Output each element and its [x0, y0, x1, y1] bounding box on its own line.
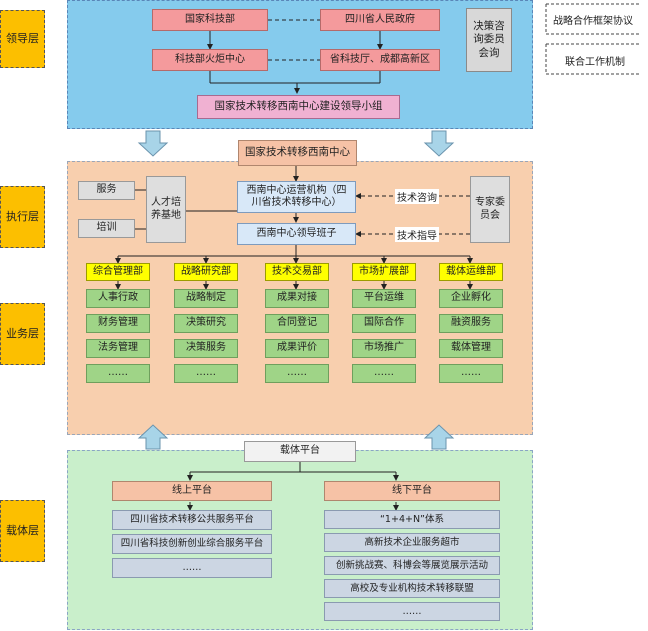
dept-item: 人事行政 — [86, 289, 150, 308]
box-provincial: 省科技厅、成都高新区 — [320, 49, 440, 71]
box-center-title: 国家技术转移西南中心 — [238, 140, 357, 166]
label-tech-consult: 技术咨询 — [395, 189, 439, 204]
box-torch-center: 科技部火炬中心 — [152, 49, 268, 71]
dept-item: 合同登记 — [265, 314, 329, 333]
online-platform-item: …… — [112, 558, 272, 578]
box-carrier-title: 载体平台 — [244, 441, 356, 462]
box-sichuan-gov: 四川省人民政府 — [320, 9, 440, 31]
layer-leadership: 领导层 — [0, 10, 45, 68]
dept-header: 市场扩展部 — [352, 263, 416, 281]
box-committee: 决策咨询委员会询 — [466, 8, 512, 72]
box-training: 培训 — [78, 219, 135, 238]
layer-execution: 执行层 — [0, 186, 45, 248]
up-arrow-left — [137, 424, 169, 450]
dept-item: 成果对接 — [265, 289, 329, 308]
dept-item: …… — [174, 364, 238, 383]
dept-item: 成果评价 — [265, 339, 329, 358]
dept-item: …… — [86, 364, 150, 383]
box-leading-group: 国家技术转移西南中心建设领导小组 — [197, 95, 400, 119]
dept-item: 平台运维 — [352, 289, 416, 308]
layer-carrier: 载体层 — [0, 500, 45, 562]
box-offline-title: 线下平台 — [324, 481, 500, 501]
box-ops-org: 西南中心运营机构（四川省技术转移中心） — [237, 181, 356, 213]
dept-item: 法务管理 — [86, 339, 150, 358]
dept-header: 战略研究部 — [174, 263, 238, 281]
down-arrow-right — [423, 130, 455, 157]
offline-platform-item: …… — [324, 602, 500, 621]
dept-header: 载体运维部 — [439, 263, 503, 281]
dept-item: 企业孵化 — [439, 289, 503, 308]
dept-item: …… — [265, 364, 329, 383]
box-service: 服务 — [78, 181, 135, 200]
dept-item: 载体管理 — [439, 339, 503, 358]
dept-item: 融资服务 — [439, 314, 503, 333]
label-tech-guide: 技术指导 — [395, 227, 439, 242]
legend-strategic: 战略合作框架协议 — [553, 16, 633, 27]
up-arrow-right — [423, 424, 455, 450]
down-arrow-left — [137, 130, 169, 157]
dept-item: …… — [439, 364, 503, 383]
dept-item: …… — [352, 364, 416, 383]
online-platform-item: 四川省技术转移公共服务平台 — [112, 510, 272, 530]
box-lead-team: 西南中心领导班子 — [237, 223, 356, 245]
dept-item: 市场推广 — [352, 339, 416, 358]
legend-joint: 联合工作机制 — [565, 57, 625, 68]
box-talent-base: 人才培养基地 — [146, 176, 186, 243]
dept-header: 综合管理部 — [86, 263, 150, 281]
dept-item: 决策研究 — [174, 314, 238, 333]
dept-item: 决策服务 — [174, 339, 238, 358]
box-experts: 专家委员会 — [470, 176, 510, 243]
dept-item: 国际合作 — [352, 314, 416, 333]
box-most: 国家科技部 — [152, 9, 268, 31]
layer-business: 业务层 — [0, 303, 45, 365]
box-online-title: 线上平台 — [112, 481, 272, 501]
offline-platform-item: 创新挑战赛、科博会等展览展示活动 — [324, 556, 500, 575]
offline-platform-item: 高校及专业机构技术转移联盟 — [324, 579, 500, 598]
dept-item: 战略制定 — [174, 289, 238, 308]
offline-platform-item: “1+4+N”体系 — [324, 510, 500, 529]
online-platform-item: 四川省科技创新创业综合服务平台 — [112, 534, 272, 554]
dept-item: 财务管理 — [86, 314, 150, 333]
offline-platform-item: 高新技术企业服务超市 — [324, 533, 500, 552]
dept-header: 技术交易部 — [265, 263, 329, 281]
